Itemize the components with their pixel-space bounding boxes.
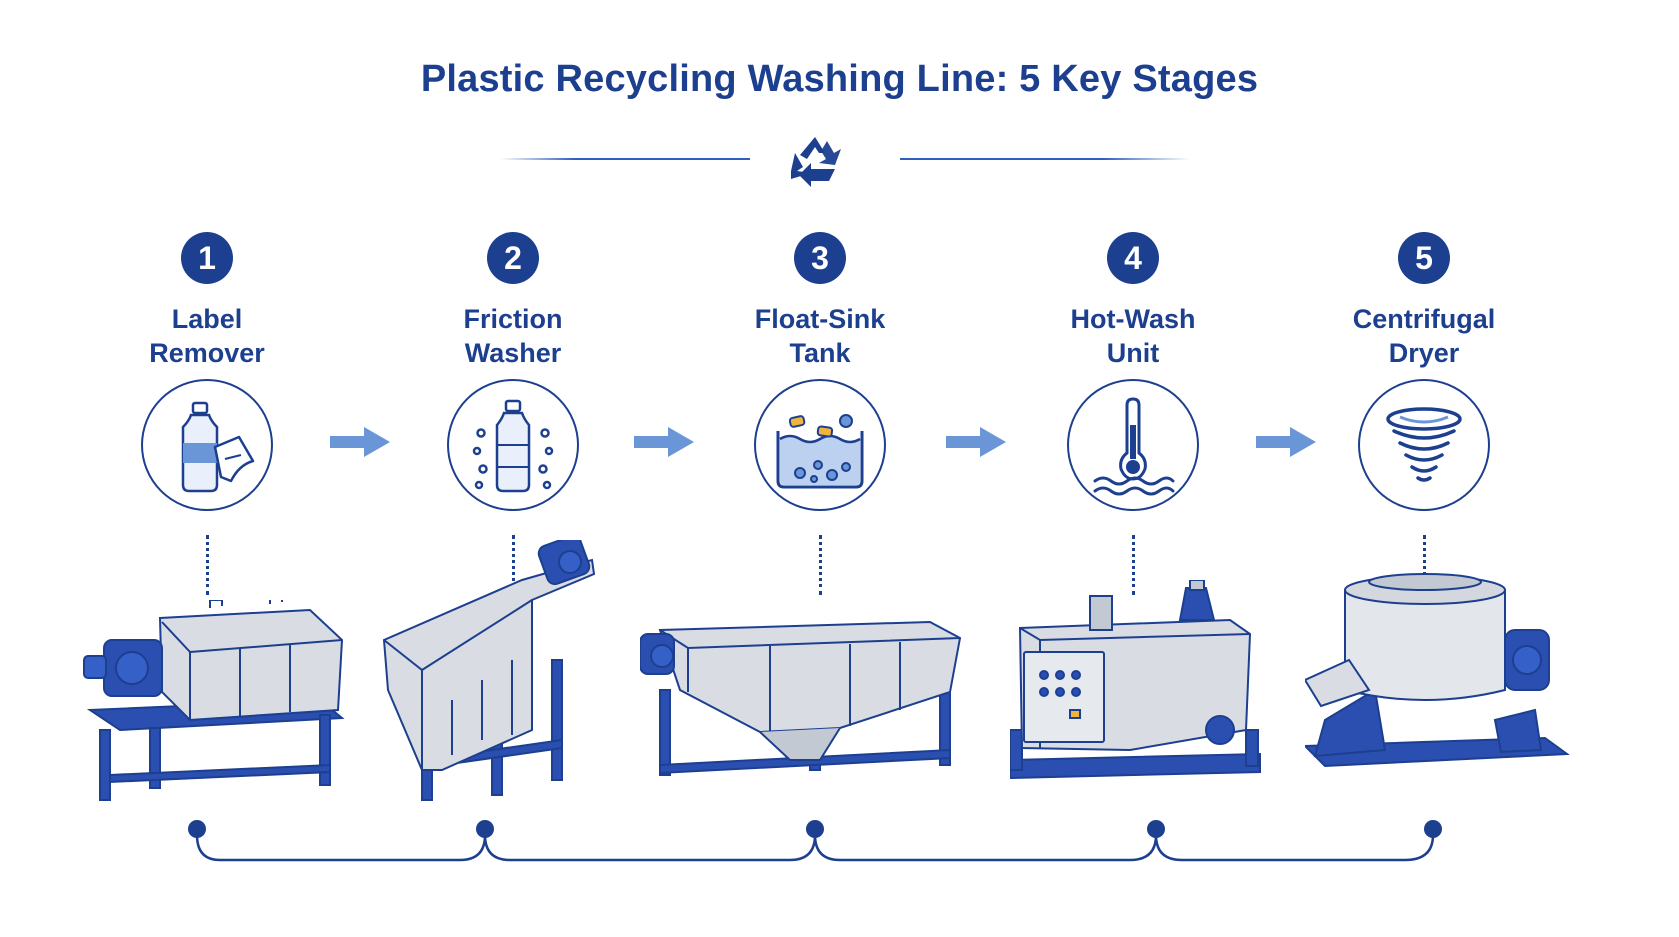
stage-label-line1: Hot-Wash	[1070, 304, 1196, 334]
centrifugal-dryer-machine	[1305, 573, 1570, 768]
stage-label-line2: Remover	[149, 338, 265, 368]
right-arrow-icon	[1256, 427, 1316, 457]
step-number-badge: 3	[794, 232, 846, 284]
stage-3-header: 3 Float-Sink Tank	[690, 232, 950, 370]
stage-label-line2: Unit	[1106, 338, 1160, 368]
recycle-icon	[791, 137, 841, 187]
right-arrow-icon	[330, 427, 390, 457]
stage-label: Hot-Wash Unit	[1003, 302, 1263, 370]
page-title: Plastic Recycling Washing Line: 5 Key St…	[420, 58, 1259, 100]
bottle-label-icon	[141, 379, 273, 511]
stage-label: Friction Washer	[383, 302, 643, 370]
stage-label: Centrifugal Dryer	[1294, 302, 1554, 370]
step-number-badge: 2	[487, 232, 539, 284]
stage-label-line1: Float-Sink	[754, 304, 886, 334]
step-number-badge: 4	[1107, 232, 1159, 284]
dotted-connector	[819, 535, 822, 595]
stage-label-line2: Dryer	[1388, 338, 1460, 368]
stage-2-header: 2 Friction Washer	[383, 232, 643, 370]
right-arrow-icon	[946, 427, 1006, 457]
stage-1-header: 1 Label Remover	[77, 232, 337, 370]
stage-label-line1: Label	[171, 304, 243, 334]
stage-5-header: 5 Centrifugal Dryer	[1294, 232, 1554, 370]
label-remover-machine	[83, 600, 345, 801]
stage-label-line2: Tank	[789, 338, 851, 368]
float-sink-tank-machine	[640, 620, 962, 776]
stage-4-header: 4 Hot-Wash Unit	[1003, 232, 1263, 370]
stage-label-line1: Friction	[463, 304, 563, 334]
title-divider-right	[900, 158, 1190, 160]
thermometer-water-icon	[1067, 379, 1199, 511]
stage-label: Label Remover	[77, 302, 337, 370]
friction-washer-machine	[382, 540, 596, 801]
hot-wash-unit-machine	[1010, 580, 1261, 780]
stage-label-line1: Centrifugal	[1352, 304, 1496, 334]
float-sink-icon	[754, 379, 886, 511]
dotted-connector	[1423, 535, 1426, 595]
step-number-badge: 5	[1398, 232, 1450, 284]
dotted-connector	[1132, 535, 1135, 595]
spiral-dryer-icon	[1358, 379, 1490, 511]
title-divider-left	[500, 158, 750, 160]
dotted-connector	[512, 535, 515, 595]
step-number-badge: 1	[181, 232, 233, 284]
stage-label: Float-Sink Tank	[690, 302, 950, 370]
right-arrow-icon	[634, 427, 694, 457]
stage-label-line2: Washer	[464, 338, 562, 368]
dotted-connector	[206, 535, 209, 595]
bottle-bubbles-icon	[447, 379, 579, 511]
